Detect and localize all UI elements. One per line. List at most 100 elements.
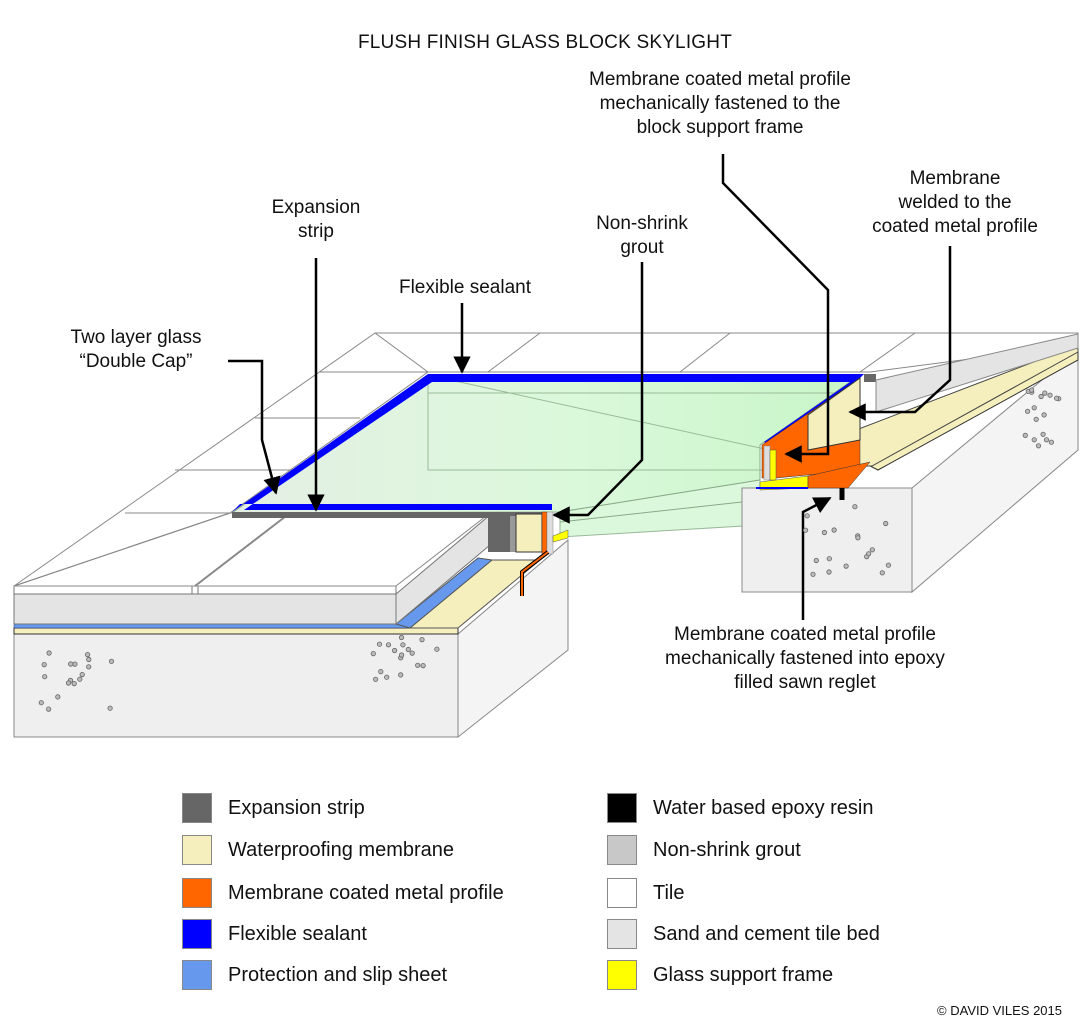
copyright: © DAVID VILES 2015 <box>937 1003 1062 1018</box>
legend-swatch-tile-bed <box>607 919 637 949</box>
aggregate-dot <box>885 562 892 568</box>
aggregate-dot <box>38 700 44 706</box>
aggregate-speckles <box>38 387 1062 712</box>
aggregate-dot <box>1040 431 1046 437</box>
leader-non-shrink-grout <box>552 262 644 524</box>
legend-item: Expansion strip <box>182 792 365 824</box>
aggregate-dot <box>1038 393 1044 400</box>
aggregate-dot <box>434 646 440 652</box>
aggregate-dot <box>821 529 828 536</box>
legend-label: Expansion strip <box>228 796 365 819</box>
aggregate-dot <box>869 547 875 553</box>
legend-swatch-flexible-sealant <box>182 919 212 949</box>
legend-label: Tile <box>653 881 685 904</box>
aggregate-dot <box>405 646 411 653</box>
diagram-title: FLUSH FINISH GLASS BLOCK SKYLIGHT <box>357 32 733 53</box>
aggregate-dot <box>398 652 405 658</box>
aggregate-dot <box>1047 392 1053 398</box>
aggregate-dot <box>810 571 816 577</box>
aggregate-dot <box>86 664 92 670</box>
right-concrete-slab <box>741 333 1079 594</box>
aggregate-dot <box>852 504 858 510</box>
aggregate-dot <box>813 557 819 564</box>
callout-profile-to-frame: Membrane coated metal profile mechanical… <box>589 69 851 138</box>
aggregate-dot <box>826 556 832 562</box>
aggregate-dot <box>831 527 837 533</box>
legend-swatch-slip-sheet <box>182 960 212 990</box>
legend-label: Protection and slip sheet <box>228 963 448 986</box>
callout-membrane-welded: Membrane welded to the coated metal prof… <box>872 168 1038 237</box>
aggregate-dot <box>370 650 376 657</box>
aggregate-dot <box>79 671 85 678</box>
aggregate-dot <box>420 662 426 669</box>
aggregate-dot <box>68 661 74 667</box>
aggregate-dot <box>72 661 78 667</box>
aggregate-dot <box>398 634 405 641</box>
aggregate-dot <box>55 694 61 700</box>
aggregate-dot <box>372 676 379 682</box>
aggregate-dot <box>85 651 91 658</box>
aggregate-dot <box>1031 437 1037 443</box>
legend-item: Flexible sealant <box>182 918 367 950</box>
aggregate-dot <box>1022 432 1028 438</box>
leader-membrane-welded <box>848 246 952 421</box>
legend-item: Protection and slip sheet <box>182 959 447 991</box>
legend-label: Non-shrink grout <box>653 838 801 861</box>
legend-swatch-epoxy-resin <box>607 793 637 823</box>
aggregate-dot <box>1033 416 1039 422</box>
left-concrete-slab <box>13 538 569 739</box>
aggregate-dot <box>376 641 383 647</box>
legend-label: Water based epoxy resin <box>653 796 874 819</box>
legend-label: Waterproofing membrane <box>228 838 455 861</box>
legend-item: Non-shrink grout <box>607 834 801 866</box>
aggregate-dot <box>77 676 83 682</box>
legend-swatch-tile <box>607 878 637 908</box>
aggregate-dot <box>1043 437 1050 443</box>
aggregate-dot <box>65 680 72 686</box>
left-junction-detail <box>488 511 569 596</box>
aggregate-dot <box>1035 443 1042 449</box>
aggregate-dot <box>1031 405 1037 411</box>
leader-lines <box>228 154 952 620</box>
callout-profile-to-reglet: Membrane coated metal profile mechanical… <box>665 624 945 693</box>
aggregate-dot <box>378 668 384 675</box>
legend-label: Flexible sealant <box>228 922 367 945</box>
aggregate-dot <box>865 551 872 557</box>
left-membrane-layers <box>13 557 542 635</box>
callout-non-shrink-grout: Non-shrink grout <box>596 213 688 258</box>
aggregate-dot <box>107 705 113 711</box>
legend-item: Sand and cement tile bed <box>607 918 880 950</box>
leader-profile-to-reglet <box>801 496 832 620</box>
aggregate-dot <box>86 656 92 663</box>
legend-item: Membrane coated metal profile <box>182 877 504 909</box>
aggregate-dot <box>1042 390 1048 396</box>
leader-profile-to-frame <box>721 154 830 463</box>
aggregate-dot <box>802 527 809 533</box>
aggregate-dot <box>1048 439 1055 445</box>
aggregate-dot <box>826 569 832 575</box>
aggregate-dot <box>1054 395 1060 401</box>
legend-item: Tile <box>607 877 684 909</box>
legend-label: Sand and cement tile bed <box>653 922 880 945</box>
aggregate-dot <box>855 535 861 541</box>
aggregate-dot <box>883 520 889 527</box>
aggregate-dot <box>1025 408 1031 414</box>
aggregate-dot <box>46 650 52 656</box>
legend-item: Water based epoxy resin <box>607 792 873 824</box>
legend-item: Glass support frame <box>607 959 833 991</box>
aggregate-dot <box>409 650 415 656</box>
aggregate-dot <box>384 674 390 680</box>
aggregate-dot <box>804 513 810 519</box>
aggregate-dot <box>71 680 77 687</box>
left-tile-bed <box>13 512 492 626</box>
legend-label: Membrane coated metal profile <box>228 881 504 904</box>
aggregate-dot <box>391 647 398 654</box>
callout-expansion-strip: Expansion strip <box>271 197 361 242</box>
aggregate-dot <box>415 662 421 668</box>
legend-swatch-waterproofing-membrane <box>182 835 212 865</box>
callout-double-cap: Two layer glass “Double Cap” <box>70 327 202 372</box>
aggregate-dot <box>1029 387 1035 393</box>
callout-flexible-sealant: Flexible sealant <box>398 277 532 298</box>
aggregate-dot <box>398 672 404 678</box>
